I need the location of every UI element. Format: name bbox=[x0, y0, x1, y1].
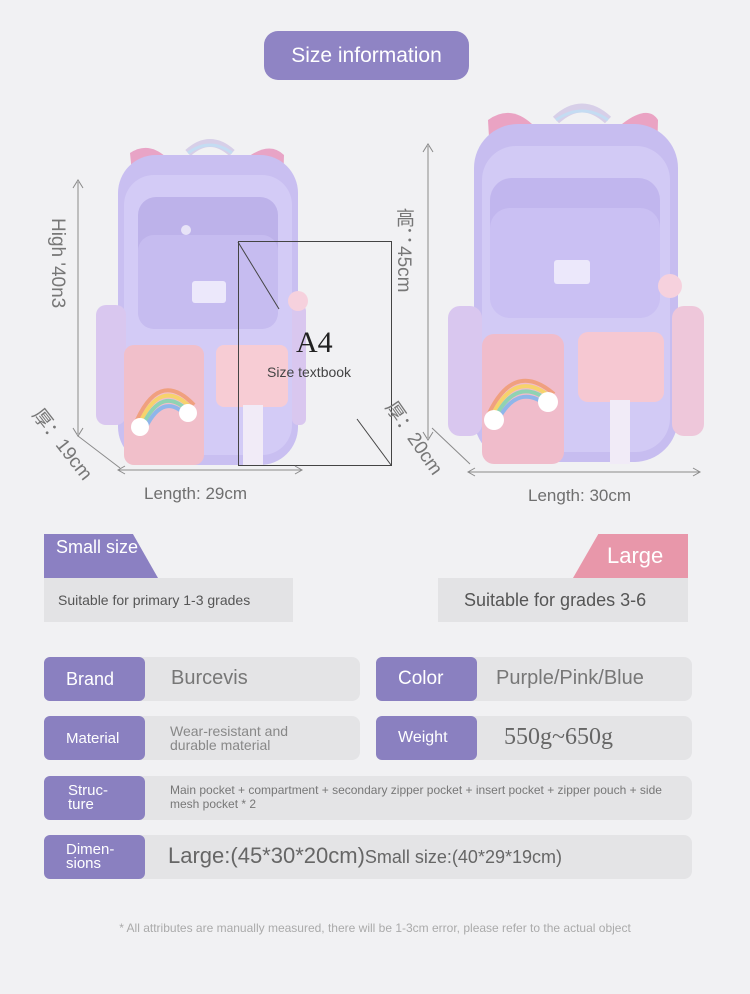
weight-value-box bbox=[472, 716, 692, 760]
structure-value-box bbox=[140, 776, 692, 820]
color-value-box bbox=[472, 657, 692, 701]
large-length-arrow bbox=[466, 467, 702, 477]
a4-outline bbox=[238, 241, 392, 466]
brand-label: Brand bbox=[44, 657, 145, 701]
structure-label: Struc-ture bbox=[44, 776, 145, 820]
color-label: Color bbox=[376, 657, 477, 701]
large-length-label: Length: 30cm bbox=[528, 486, 632, 505]
large-suitability: Suitable for grades 3-6 bbox=[438, 578, 688, 622]
material-value: Wear-resistant and durable material bbox=[170, 723, 289, 753]
a4-perspective-lines bbox=[237, 241, 392, 466]
material-value-box bbox=[140, 716, 360, 760]
small-length-label: Length: 29cm bbox=[144, 484, 248, 503]
small-depth-arrow bbox=[77, 435, 121, 469]
dimensions-large: Large:(45*30*20cm) bbox=[168, 843, 365, 868]
a4-title: A4 bbox=[296, 326, 333, 359]
small-height-label: High '40n3 bbox=[47, 218, 68, 309]
dimensions-value: Large:(45*30*20cm)Small size:(40*29*19cm… bbox=[168, 843, 562, 869]
small-suitability: Suitable for primary 1-3 grades bbox=[44, 578, 293, 622]
large-height-label: 高：45cm bbox=[393, 208, 414, 293]
footnote: * All attributes are manually measured, … bbox=[119, 921, 631, 935]
large-size-tag: Large bbox=[573, 534, 688, 578]
section-title: Size information bbox=[264, 31, 469, 80]
small-backpack-image bbox=[88, 135, 308, 470]
dimensions-value-box bbox=[140, 835, 692, 879]
dimensions-label: Dimen-sions bbox=[44, 835, 145, 879]
color-value: Purple/Pink/Blue bbox=[496, 667, 644, 689]
small-size-tag: Small size bbox=[44, 534, 158, 578]
dimensions-small: Small size:(40*29*19cm) bbox=[364, 847, 562, 867]
small-height-arrow bbox=[72, 179, 84, 437]
a4-caption: Size textbook bbox=[267, 364, 352, 380]
brand-value-box bbox=[140, 657, 360, 701]
material-label: Material bbox=[44, 716, 145, 760]
brand-value: Burcevis bbox=[171, 667, 248, 689]
weight-label: Weight bbox=[376, 716, 477, 760]
large-depth-arrow bbox=[431, 427, 471, 465]
structure-value: Main pocket + compartment + secondary zi… bbox=[170, 783, 662, 811]
large-height-arrow bbox=[422, 143, 434, 441]
weight-value: 550g~650g bbox=[504, 724, 613, 750]
small-length-arrow bbox=[116, 465, 304, 475]
large-backpack-image bbox=[444, 100, 709, 470]
